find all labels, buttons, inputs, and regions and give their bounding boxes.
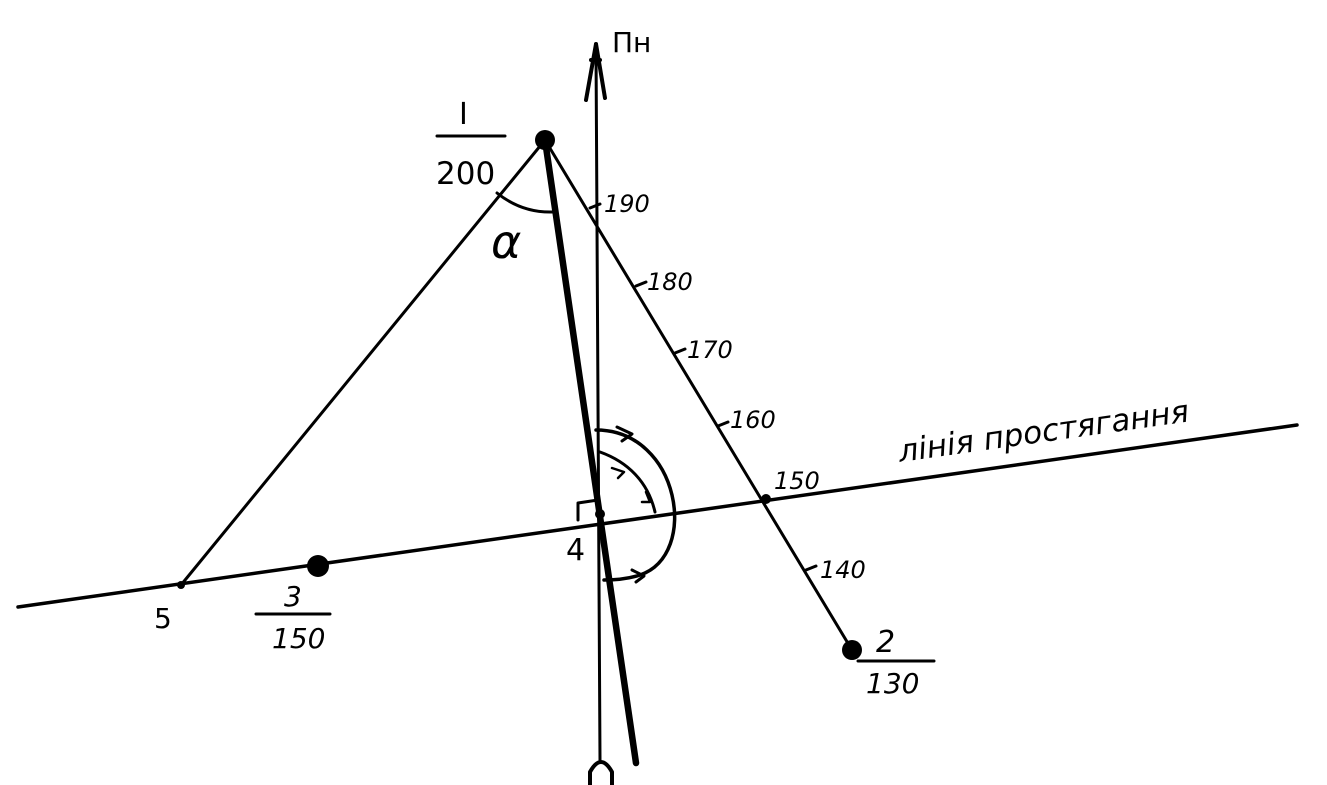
strike-line xyxy=(16,423,1299,609)
arc-arrow-3 xyxy=(610,466,626,480)
azimuth-arc xyxy=(594,428,677,582)
angle-alpha-label: α xyxy=(491,215,521,269)
line-1-4-thick xyxy=(541,136,640,767)
tick-160 xyxy=(716,420,730,428)
point-150-intersection xyxy=(761,494,771,504)
line-1-2 xyxy=(543,138,854,652)
north-arrow-icon xyxy=(584,42,607,102)
tick-140 xyxy=(804,564,818,572)
point-1-value: 200 xyxy=(436,156,495,192)
arc-arrow-2 xyxy=(630,568,646,584)
contour-170: 170 xyxy=(687,336,733,364)
point-2-value: 130 xyxy=(866,667,919,700)
arc-arrow-1 xyxy=(615,425,634,443)
contour-160: 160 xyxy=(730,406,776,434)
contour-140: 140 xyxy=(820,556,866,584)
arc-arrow-4 xyxy=(640,490,652,504)
north-meridian xyxy=(594,46,602,762)
point-1 xyxy=(535,130,555,150)
tick-170 xyxy=(673,347,687,355)
point-3-label: 3 xyxy=(284,580,302,613)
tick-180 xyxy=(634,280,648,288)
north-label: Пн xyxy=(612,26,651,59)
point-3 xyxy=(307,555,329,577)
point-5-label: 5 xyxy=(154,602,172,635)
tick-190 xyxy=(588,202,602,210)
angle-alpha-arc xyxy=(495,191,555,214)
point-1-label: I xyxy=(459,97,468,132)
contour-180: 180 xyxy=(647,268,693,296)
point-5 xyxy=(177,581,185,589)
strike-line-label: лінія простягання xyxy=(895,394,1191,471)
inner-arc xyxy=(598,450,657,514)
point-2-label: 2 xyxy=(876,625,895,660)
south-end-icon xyxy=(588,760,614,785)
point-2 xyxy=(842,640,862,660)
point-4 xyxy=(595,509,605,519)
right-angle-mark xyxy=(576,498,600,522)
contour-190: 190 xyxy=(604,190,650,218)
point-3-value: 150 xyxy=(272,622,325,655)
line-1-5 xyxy=(179,138,547,587)
point-4-label: 4 xyxy=(566,533,585,568)
contour-150: 150 xyxy=(774,467,820,495)
